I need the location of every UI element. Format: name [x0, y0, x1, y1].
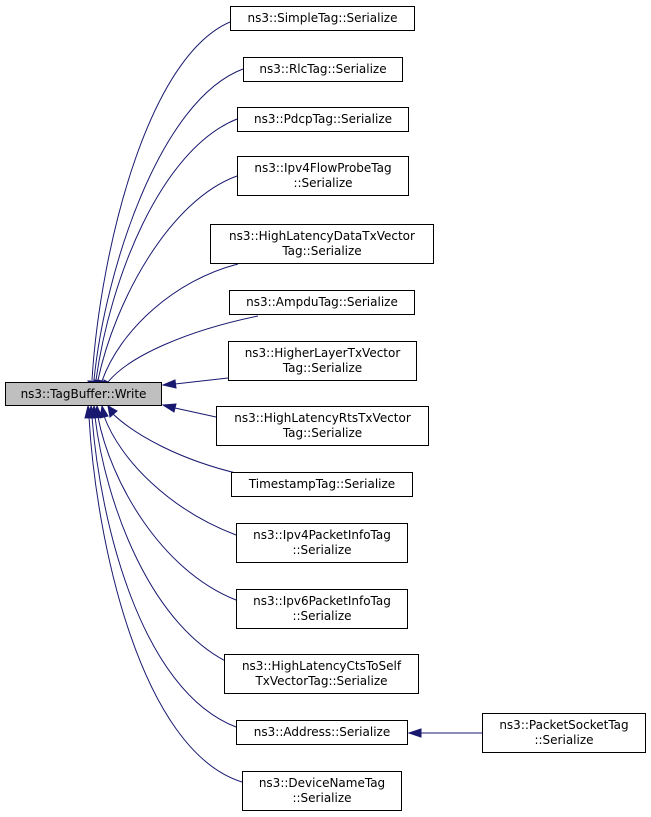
node-timestamptag-serialize[interactable]: TimestampTag::Serialize — [231, 472, 413, 497]
node-tagbuffer-write-label: ns3::TagBuffer::Write — [20, 386, 147, 401]
node-simpletag-serialize[interactable]: ns3::SimpleTag::Serialize — [230, 6, 415, 31]
node-label-line1: ns3::Ipv4PacketInfoTag — [253, 528, 391, 542]
node-ampdutag-serialize[interactable]: ns3::AmpduTag::Serialize — [229, 290, 415, 315]
node-label: ns3::PdcpTag::Serialize — [253, 112, 393, 126]
edge-pdcptag — [95, 118, 238, 381]
arrowhead-devicenametag — [84, 404, 94, 419]
node-label-line1: ns3::Ipv4FlowProbeTag — [254, 161, 392, 175]
node-ipv4flowprobetag-serialize[interactable]: ns3::Ipv4FlowProbeTag ::Serialize — [237, 156, 409, 196]
node-rlctag-serialize[interactable]: ns3::RlcTag::Serialize — [243, 57, 403, 82]
node-highlatencyctstoselftxvectortag-serialize[interactable]: ns3::HighLatencyCtsToSelf TxVectorTag::S… — [224, 654, 419, 694]
node-ipv4packetinfotag-serialize[interactable]: ns3::Ipv4PacketInfoTag ::Serialize — [236, 523, 408, 563]
edge-highlatencyctstoself — [94, 416, 237, 667]
node-label-line2: Tag::Serialize — [282, 426, 363, 440]
edge-highlatencydatatxvector — [101, 263, 239, 382]
arrowhead-timestamptag — [107, 405, 118, 418]
node-label: ns3::AmpduTag::Serialize — [246, 295, 398, 309]
node-highlatencyrtstxvectortag-serialize[interactable]: ns3::HighLatencyRtsTxVector Tag::Seriali… — [216, 406, 429, 446]
node-label-line1: ns3::HighLatencyCtsToSelf — [241, 659, 402, 673]
node-label-line1: ns3::HighLatencyDataTxVector — [229, 229, 415, 243]
edge-ipv6packetinfotag — [97, 416, 237, 601]
node-label-line2: TxVectorTag::Serialize — [255, 674, 388, 688]
arrowhead-ipv4packetinfotag — [99, 404, 109, 419]
node-label: ns3::SimpleTag::Serialize — [247, 11, 398, 25]
node-label: TimestampTag::Serialize — [248, 477, 396, 491]
edge-rlctag — [93, 68, 244, 381]
node-devicenametag-serialize[interactable]: ns3::DeviceNameTag ::Serialize — [242, 771, 402, 811]
edge-ampdutag — [107, 315, 259, 383]
arrowhead-highlatencyrtstxvector — [161, 403, 177, 413]
node-label-line2: Tag::Serialize — [282, 244, 362, 258]
node-packetsockettag-serialize[interactable]: ns3::PacketSocketTag ::Serialize — [482, 713, 646, 753]
node-higherlayertxvectortag-serialize[interactable]: ns3::HigherLayerTxVector Tag::Serialize — [228, 341, 417, 381]
node-label-line1: ns3::DeviceNameTag — [258, 776, 386, 790]
node-label-line1: ns3::PacketSocketTag — [499, 718, 629, 732]
edge-timestamptag — [112, 413, 241, 475]
edge-simpletag — [91, 17, 243, 381]
node-label: ns3::Address::Serialize — [253, 725, 391, 739]
node-label-line2: ::Serialize — [534, 733, 594, 747]
node-label-line1: ns3::HigherLayerTxVector — [244, 346, 401, 360]
node-ipv6packetinfotag-serialize[interactable]: ns3::Ipv6PacketInfoTag ::Serialize — [236, 589, 408, 629]
node-label-line2: ::Serialize — [292, 791, 352, 805]
edge-highlatencyrtstxvector — [174, 407, 217, 418]
edge-devicenametag — [88, 416, 243, 783]
node-address-serialize[interactable]: ns3::Address::Serialize — [236, 720, 408, 745]
node-label-line1: ns3::HighLatencyRtsTxVector — [234, 411, 411, 425]
node-label-line1: ns3::Ipv6PacketInfoTag — [253, 594, 391, 608]
edge-ipv4flowprobetag — [97, 175, 238, 381]
arrowhead-packetsockettag — [407, 728, 422, 738]
node-label-line2: ::Serialize — [292, 543, 352, 557]
node-label-line2: Tag::Serialize — [282, 361, 363, 375]
node-label: ns3::RlcTag::Serialize — [259, 62, 387, 76]
edge-higherlayertxvector — [174, 377, 229, 385]
node-highlatencydatatxvectortag-serialize[interactable]: ns3::HighLatencyDataTxVector Tag::Serial… — [210, 224, 434, 264]
node-label-line2: ::Serialize — [292, 609, 352, 623]
node-tagbuffer-write: ns3::TagBuffer::Write — [5, 382, 162, 406]
edge-address — [91, 416, 237, 728]
edge-ipv4packetinfotag — [103, 415, 237, 536]
node-label-line2: ::Serialize — [293, 176, 353, 190]
node-pdcptag-serialize[interactable]: ns3::PdcpTag::Serialize — [237, 107, 409, 132]
arrowhead-higherlayertxvector — [161, 379, 177, 389]
